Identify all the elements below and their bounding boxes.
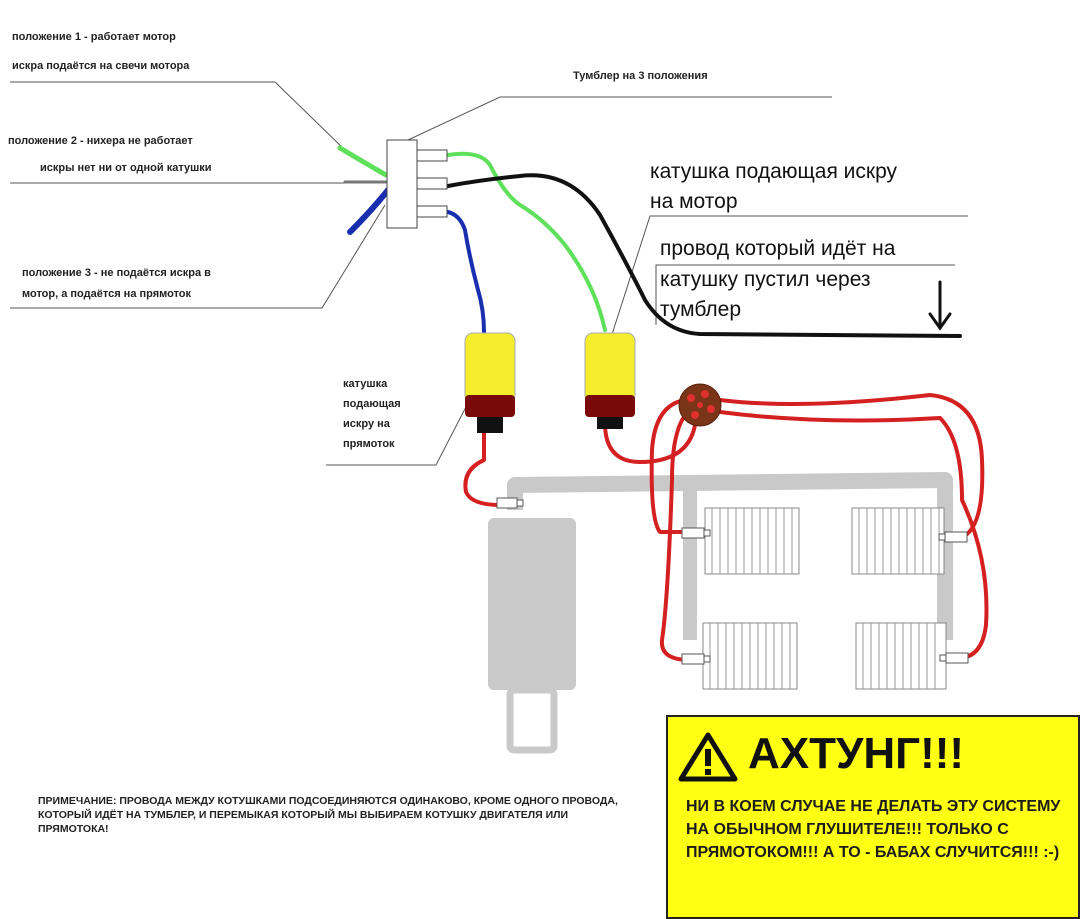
warning-triangle-icon	[678, 732, 738, 782]
label-position1-line2: искра подаётся на свечи мотора	[12, 60, 190, 72]
label-wire-line2: катушку пустил через	[660, 268, 871, 291]
cylinder-bottom-right	[855, 622, 947, 690]
label-position3-line2: мотор, а подаётся на прямоток	[22, 288, 192, 300]
muffler-body	[488, 518, 576, 690]
label-wire-line3: тумблер	[660, 298, 742, 321]
green-wire	[446, 151, 607, 332]
label-wire-line1: провод который идёт на	[660, 237, 896, 260]
spark-plug-bottomright	[939, 652, 969, 664]
leader-coil-motor	[597, 215, 968, 379]
muffler-tail	[506, 686, 558, 754]
spark-plug-topleft	[681, 527, 711, 539]
wire-dist-to-topright	[718, 393, 985, 540]
wire-coil-straight-to-plug	[463, 430, 507, 508]
spark-plug-exhaust	[496, 497, 524, 509]
signal-wires	[337, 145, 962, 338]
distributor	[678, 383, 722, 427]
label-position1-line1: положение 1 - работает мотор	[12, 31, 176, 43]
label-toggle: Тумблер на 3 положения	[573, 70, 708, 82]
label-position2-line1: положение 2 - нихера не работает	[8, 135, 193, 147]
toggle-lever-green	[337, 145, 389, 178]
red-ht-wires	[463, 393, 989, 662]
leader-wire	[655, 264, 955, 325]
label-coil-straight-line2: подающая	[343, 398, 401, 410]
toggle-pin-1	[416, 149, 448, 162]
leader-toggle	[407, 96, 832, 141]
toggle-body	[386, 139, 418, 229]
toggle-pin-3	[416, 205, 448, 218]
leader-position3	[10, 204, 386, 309]
warning-text: НИ В КОЕМ СЛУЧАЕ НЕ ДЕЛАТЬ ЭТУ СИСТЕМУ Н…	[686, 798, 1061, 861]
label-position3-line1: положение 3 - не подаётся искра в	[22, 267, 211, 279]
wire-dist-to-bottomleft	[659, 408, 692, 662]
warning-box: АХТУНГ!!! НИ В КОЕМ СЛУЧАЕ НЕ ДЕЛАТЬ ЭТУ…	[666, 715, 1080, 919]
toggle-pin-2	[416, 177, 448, 190]
warning-title: АХТУНГ!!!	[682, 729, 964, 779]
black-wire	[446, 173, 962, 338]
note-text: ПРИМЕЧАНИЕ: ПРОВОДА МЕЖДУ КОТУШКАМИ ПОДС…	[38, 795, 618, 835]
label-coil-motor-line2: на мотор	[650, 190, 738, 213]
spark-plugs	[496, 497, 969, 665]
cylinder-top-right	[851, 507, 945, 575]
wire-dist-to-topleft	[649, 398, 692, 534]
blue-wire	[446, 210, 486, 334]
cylinder-top-left	[704, 507, 800, 575]
warning-title-text: АХТУНГ!!!	[748, 729, 965, 778]
label-coil-straight-line4: прямоток	[343, 438, 395, 450]
exhaust-pipe	[507, 472, 953, 640]
cylinder-bottom-left	[702, 622, 798, 690]
spark-plug-bottomleft	[681, 653, 711, 665]
toggle-switch	[386, 139, 448, 229]
coil-motor	[584, 332, 636, 429]
down-arrow	[928, 280, 952, 331]
toggle-lever-blue	[347, 187, 391, 235]
coil-straight	[464, 332, 516, 433]
label-coil-straight-line3: искру на	[343, 418, 390, 430]
spark-plug-topright	[938, 531, 968, 543]
leader-lines	[10, 81, 968, 466]
engine-cylinders	[702, 507, 947, 690]
label-coil-straight-line1: катушка	[343, 378, 388, 390]
wire-dist-to-bottomright	[718, 410, 989, 661]
leader-position1-diag	[274, 81, 346, 151]
exhaust-system	[488, 472, 953, 754]
label-coil-motor-line1: катушка подающая искру	[650, 160, 898, 183]
wire-coil-motor-to-distributor	[603, 423, 697, 464]
label-position2-line2: искры нет ни от одной катушки	[40, 162, 212, 174]
